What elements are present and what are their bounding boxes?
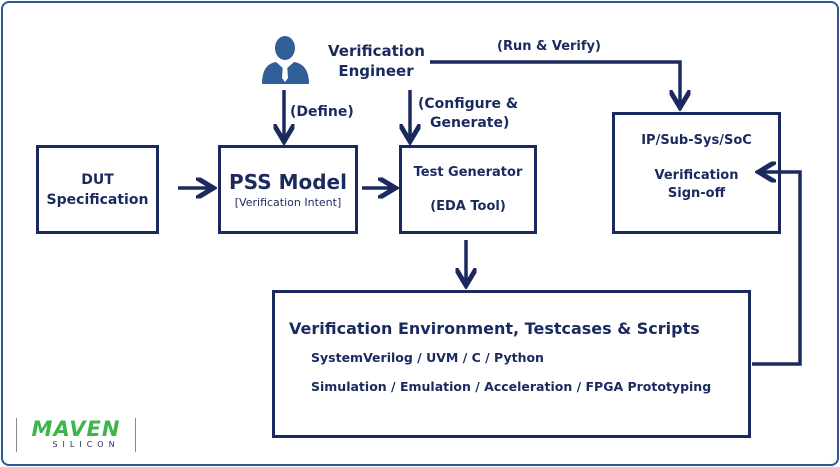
test-generator-box: Test Generator(EDA Tool) bbox=[399, 145, 537, 234]
pss-model-box: PSS Model[Verification Intent] bbox=[218, 145, 358, 234]
maven-silicon-logo: MAVEN SILICON bbox=[16, 418, 136, 452]
arrow-env-to-signoff bbox=[752, 172, 802, 366]
run-verify-label: (Run & Verify) bbox=[497, 39, 601, 54]
verification-environment-box: Verification Environment, Testcases & Sc… bbox=[272, 290, 751, 438]
define-label: (Define) bbox=[290, 104, 354, 120]
person-icon bbox=[262, 36, 309, 84]
arrow-run-verify bbox=[430, 60, 680, 104]
configure-label: (Configure &Generate) bbox=[418, 96, 519, 131]
